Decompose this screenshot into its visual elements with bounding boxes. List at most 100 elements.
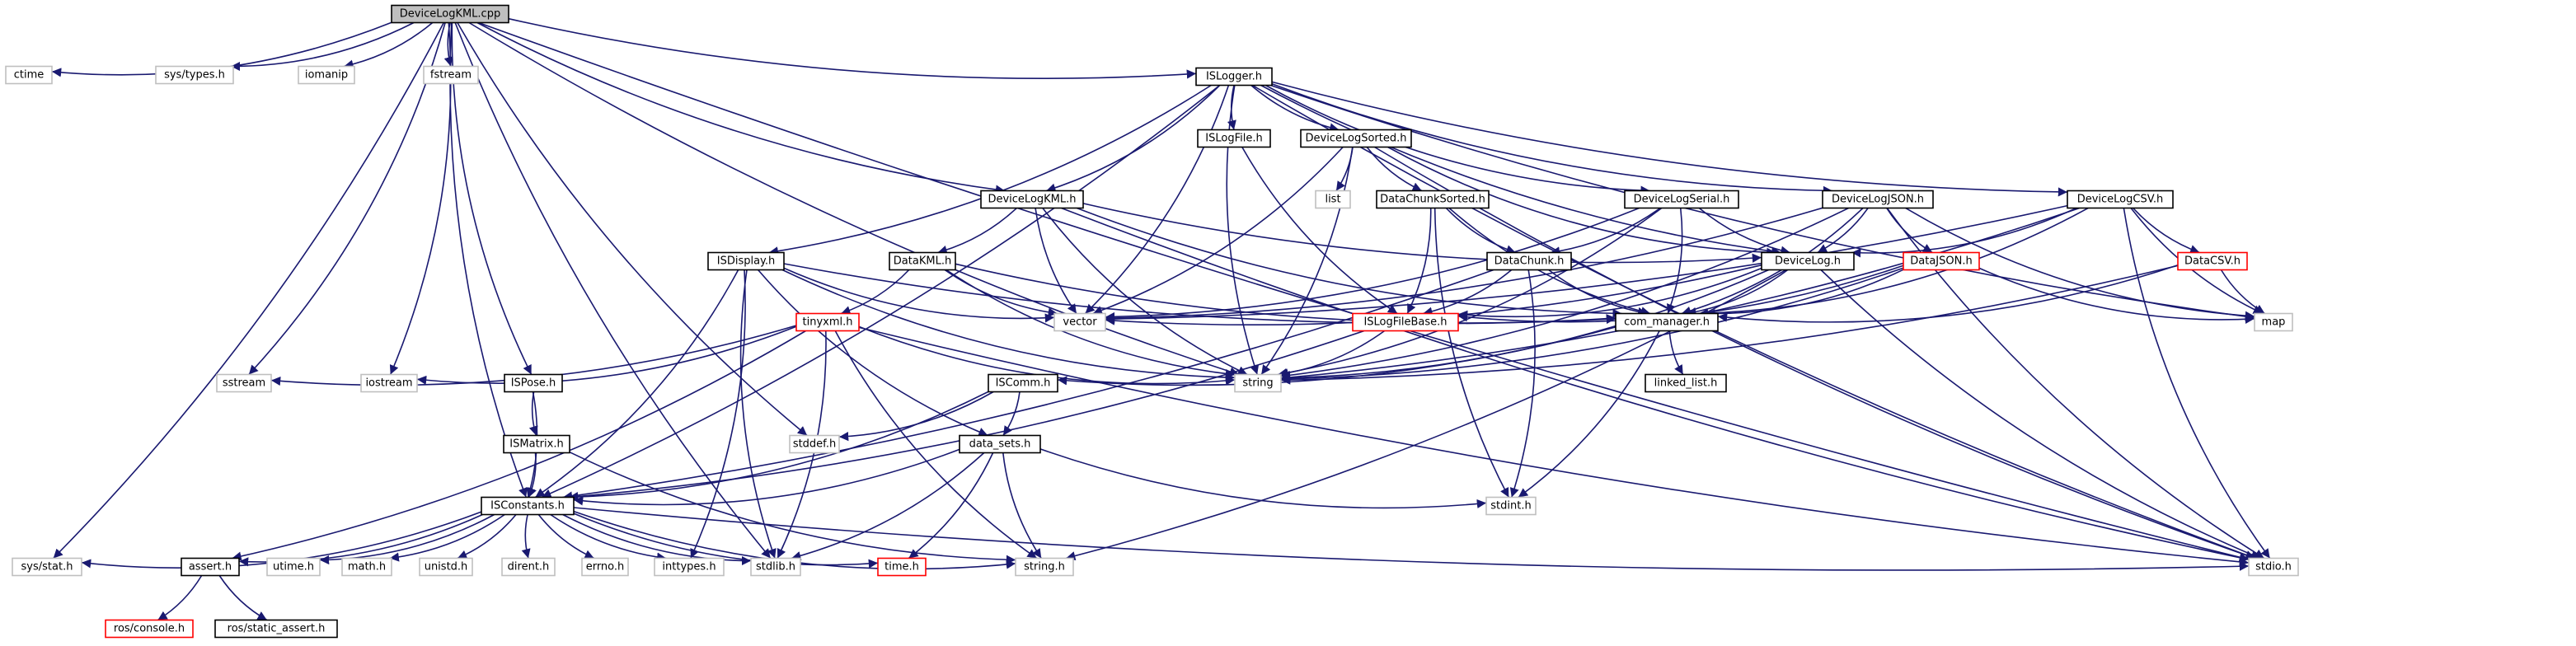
node-datachunksorted[interactable]: DataChunkSorted.h: [1376, 190, 1490, 209]
node-islogfilebase[interactable]: ISLogFileBase.h: [1352, 312, 1459, 332]
edge-devlogserial-to-string: [1278, 207, 1663, 378]
edge-devlogkmlh-to-devlog: [1082, 203, 1762, 264]
node-label-stdlib: stdlib.h: [756, 561, 795, 573]
node-devlog[interactable]: DeviceLog.h: [1761, 251, 1855, 271]
node-devlogcsv[interactable]: DeviceLogCSV.h: [2067, 190, 2174, 209]
node-label-stddef: stddef.h: [793, 438, 836, 451]
node-datasets[interactable]: data_sets.h: [959, 434, 1041, 454]
edge-devlogkmlh-to-string: [1042, 208, 1248, 376]
node-iomanip: iomanip: [298, 65, 355, 85]
node-label-asserth: assert.h: [189, 561, 232, 573]
node-devlogkmlh[interactable]: DeviceLogKML.h: [980, 190, 1084, 209]
edge-devlogjson-to-string: [1280, 207, 1849, 380]
node-label-rosconsole: ros/console.h: [114, 623, 185, 635]
edge-devlogsorted-to-devlog: [1387, 146, 1776, 257]
node-islogfile[interactable]: ISLogFile.h: [1197, 129, 1271, 148]
edge-isconstants-to-unistd: [457, 513, 517, 559]
node-isconstants[interactable]: ISConstants.h: [481, 496, 575, 516]
node-isdisplay[interactable]: ISDisplay.h: [707, 251, 785, 271]
node-box-vector: [1053, 312, 1106, 332]
node-asserth[interactable]: assert.h: [181, 557, 240, 577]
edge-isdisplay-to-isconstants: [534, 269, 739, 499]
edge-devlogsorted-to-datachunksorted: [1366, 147, 1423, 192]
edge-datasets-to-isconstants: [573, 448, 960, 506]
node-ismatrix[interactable]: ISMatrix.h: [503, 434, 570, 454]
node-label-linkedlist: linked_list.h: [1654, 377, 1718, 390]
node-devlogserial[interactable]: DeviceLogSerial.h: [1624, 190, 1739, 209]
edge-datachunksorted-to-datachunk: [1445, 207, 1516, 255]
node-linkedlist[interactable]: linked_list.h: [1645, 373, 1727, 393]
edge-devlogcsv-to-commmanager: [1698, 207, 2089, 318]
node-box-islogfilebase: [1352, 312, 1459, 332]
node-label-commmanager: com_manager.h: [1624, 316, 1710, 329]
edge-devlogcsv-to-devlog: [1851, 207, 2077, 258]
node-box-mathh: [341, 557, 392, 577]
node-stdlib: stdlib.h: [750, 557, 801, 577]
edge-iscomm-to-isconstants: [562, 391, 989, 502]
node-label-iomanip: iomanip: [305, 69, 348, 82]
edge-islogfilebase-to-string: [1279, 330, 1386, 378]
node-label-devlogcsv: DeviceLogCSV.h: [2077, 194, 2164, 206]
edge-tinyxml-to-asserth: [232, 330, 806, 561]
node-vector: vector: [1053, 312, 1106, 332]
node-timeh[interactable]: time.h: [877, 557, 927, 577]
node-label-unistd: unistd.h: [425, 561, 468, 573]
edge-isconstants-to-errno: [537, 514, 595, 559]
edge-islogger-to-isconstants: [541, 84, 1221, 499]
node-box-linkedlist: [1645, 373, 1727, 393]
node-stdint: stdint.h: [1485, 496, 1537, 516]
node-box-string: [1234, 373, 1282, 393]
node-list: list: [1315, 190, 1351, 209]
node-datakml[interactable]: DataKML.h: [889, 251, 956, 271]
edge-datacsv-to-string: [1280, 264, 2179, 385]
node-devlogsorted[interactable]: DeviceLogSorted.h: [1300, 129, 1412, 148]
node-label-inttypes: inttypes.h: [662, 561, 716, 573]
edge-isconstants-to-dirent: [521, 514, 531, 559]
node-box-islogfile: [1197, 129, 1271, 148]
node-label-stdio: stdio.h: [2255, 561, 2292, 573]
node-datajson[interactable]: DataJSON.h: [1903, 251, 1980, 271]
node-label-datasets: data_sets.h: [969, 438, 1031, 451]
node-box-stdint: [1485, 496, 1537, 516]
node-utime: utime.h: [266, 557, 321, 577]
node-string: string: [1234, 373, 1282, 393]
edge-devlogjson-to-devlog: [1817, 208, 1869, 254]
node-box-map: [2254, 312, 2293, 332]
node-label-datajson: DataJSON.h: [1910, 255, 1972, 268]
node-stddef: stddef.h: [789, 434, 840, 454]
node-ispose[interactable]: ISPose.h: [504, 373, 563, 393]
edge-ismatrix-to-isconstants: [528, 452, 537, 498]
edge-root-to-iomanip: [344, 21, 434, 69]
node-fstream: fstream: [423, 65, 479, 85]
node-box-ispose: [504, 373, 563, 393]
node-label-iostream: iostream: [365, 377, 412, 390]
node-datachunk[interactable]: DataChunk.h: [1486, 251, 1572, 271]
node-root[interactable]: DeviceLogKML.cpp: [391, 4, 509, 24]
node-iscomm[interactable]: ISComm.h: [988, 373, 1058, 393]
node-box-sysstat: [12, 557, 82, 577]
node-label-errno: errno.h: [586, 561, 625, 573]
node-box-isconstants: [481, 496, 575, 516]
node-label-ispose: ISPose.h: [511, 377, 556, 390]
node-box-stdlib: [750, 557, 801, 577]
node-unistd: unistd.h: [419, 557, 473, 577]
node-rosstatic[interactable]: ros/static_assert.h: [214, 619, 338, 639]
node-label-datacsv: DataCSV.h: [2184, 255, 2241, 268]
edge-isconstants-to-mathh: [389, 513, 505, 562]
edge-devlogcsv-to-vector: [1105, 204, 2068, 324]
edge-devlogjson-to-commmanager: [1681, 207, 1864, 316]
node-commmanager[interactable]: com_manager.h: [1615, 312, 1719, 332]
node-devlogjson[interactable]: DeviceLogJSON.h: [1822, 190, 1934, 209]
node-datacsv[interactable]: DataCSV.h: [2177, 251, 2248, 271]
node-tinyxml[interactable]: tinyxml.h: [795, 312, 860, 332]
edge-datachunk-to-islogfilebase: [1423, 269, 1513, 316]
node-rosconsole[interactable]: ros/console.h: [105, 619, 194, 639]
edge-datakml-to-string: [945, 269, 1236, 379]
node-label-ctime: ctime: [14, 69, 45, 82]
edge-root-to-systypes: [230, 21, 415, 72]
edge-root-to-stddef: [457, 22, 808, 437]
node-islogger[interactable]: ISLogger.h: [1195, 67, 1273, 87]
node-label-ismatrix: ISMatrix.h: [509, 438, 563, 451]
